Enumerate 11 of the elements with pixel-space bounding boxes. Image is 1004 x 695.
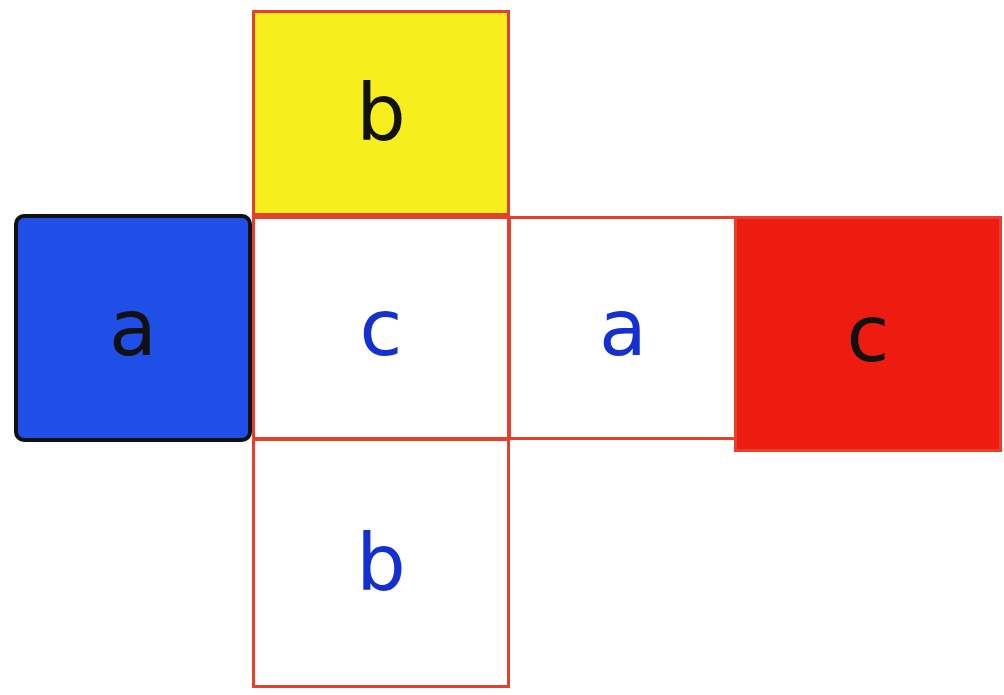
face-letter: c	[359, 289, 403, 367]
net-face	[14, 214, 252, 442]
face-letter: b	[356, 524, 406, 602]
net-face	[734, 216, 1002, 452]
net-face	[252, 438, 510, 688]
net-face	[252, 216, 510, 440]
face-letter: b	[356, 74, 406, 152]
net-face	[252, 10, 510, 216]
face-letter: c	[846, 295, 890, 373]
face-letter: a	[599, 289, 647, 367]
face-letter: a	[109, 289, 157, 367]
